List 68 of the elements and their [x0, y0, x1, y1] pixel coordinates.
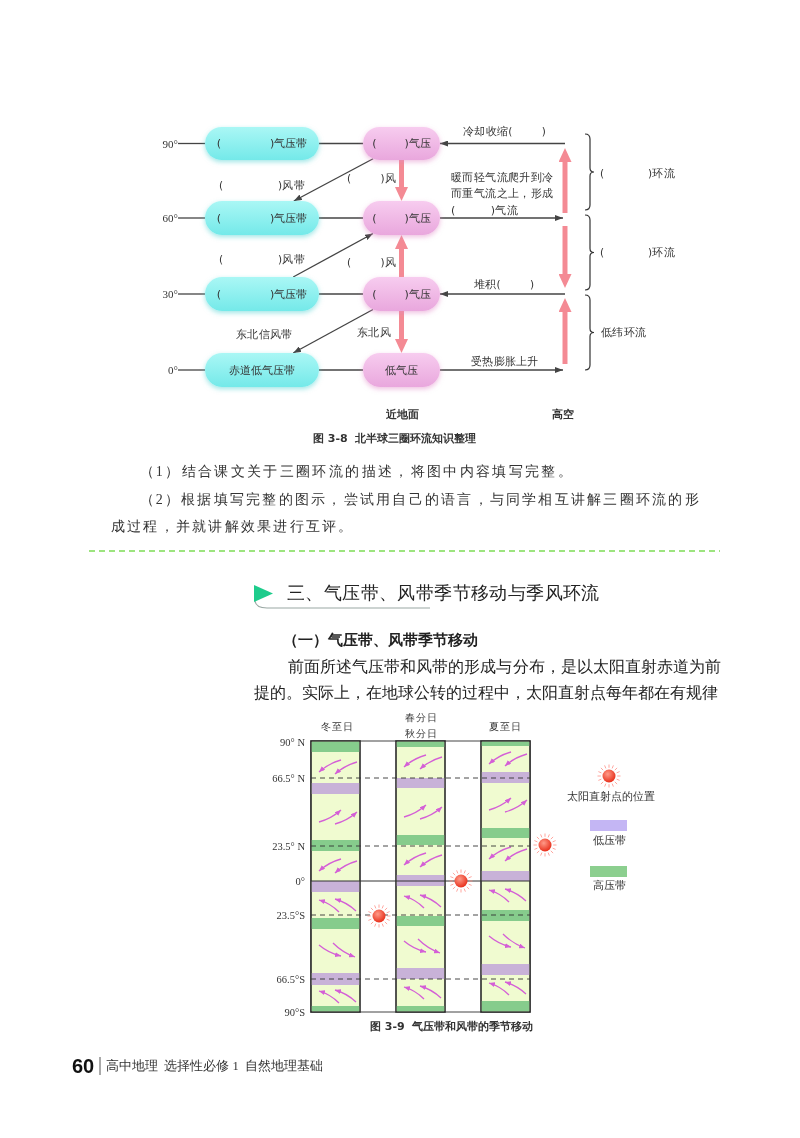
edge-label: ( )风: [347, 171, 397, 185]
connector-line: [177, 293, 206, 295]
legend-label: 低压带: [592, 833, 626, 847]
arrow: [439, 215, 564, 221]
edge-label: 冷却收缩( ): [463, 124, 547, 138]
question-text: （2）根据填写完整的图示，尝试用自己的语言，与同学相互讲解三圈环流的形成过程，并就讲解效果进行互评。: [111, 490, 702, 536]
pressure-belt-node: ( )气压带: [205, 201, 319, 235]
pressure-node: 低气压: [363, 353, 440, 387]
column-heading: 夏至日: [488, 719, 522, 733]
section-heading: 三、气压带、风带季节移动与季风环流: [287, 581, 600, 605]
figure-caption: 图 3-9 气压带和风带的季节移动: [370, 1018, 534, 1034]
connector-line: [318, 142, 364, 145]
circulation-label: ( )环流: [600, 166, 676, 180]
question-text: （1）结合课文关于三圈环流的描述，将图中内容填写完整。: [138, 462, 576, 481]
edge-label: 东北风: [357, 325, 391, 339]
latitude-label: 66.5° N: [272, 771, 305, 785]
arrow: [292, 232, 374, 278]
arrow: [293, 158, 374, 202]
connector-line: [177, 217, 206, 219]
wind-belt-label: 东北信风带: [236, 327, 293, 341]
body-paragraph: 前面所述气压带和风带的形成与分布，是以太阳直射赤道为前提的。实际上，在地球公转的过程中，太阳直射点每年都在有规律: [254, 657, 721, 703]
connector-line: [177, 369, 206, 371]
connector-line: [318, 369, 364, 371]
axis-label: 近地面: [385, 406, 419, 422]
circulation-label: ( )环流: [600, 245, 676, 259]
edge-label: 受热膨胀上升: [471, 354, 539, 368]
pressure-node: ( )气压: [363, 201, 440, 235]
page-number: 60: [72, 1054, 95, 1078]
latitude-label: 90°: [158, 136, 178, 151]
latitude-label: 90°S: [284, 1005, 305, 1019]
figure-caption: 图 3-8 北半球三圈环流知识整理: [313, 430, 477, 446]
pressure-node: ( )气压: [363, 277, 440, 311]
thick-arrow: [395, 160, 408, 201]
latitude-label: 60°: [158, 210, 178, 226]
edge-label: ( )风: [347, 255, 397, 269]
pressure-belt-node: ( )气压带: [205, 127, 319, 160]
legend-label: 太阳直射点的位置: [567, 789, 655, 803]
latitude-label: 23.5° N: [272, 839, 305, 853]
circulation-label: 低纬环流: [601, 325, 647, 339]
thick-arrow: [395, 235, 408, 277]
legend-label: 高压带: [592, 878, 626, 892]
arrow: [439, 140, 566, 147]
edge-label: 堆积( ): [474, 277, 535, 291]
pressure-belt-node: 赤道低气压带: [205, 353, 319, 387]
connector-line: [177, 142, 206, 145]
footer-text: 高中地理 选择性必修 1 自然地理基础: [106, 1058, 323, 1074]
pressure-belt-node: ( )气压带: [205, 277, 319, 311]
thick-arrow: [395, 311, 408, 353]
column-heading: 秋分日: [404, 726, 438, 740]
latitude-label: 90° N: [280, 735, 305, 749]
connector-line: [318, 217, 364, 219]
arrow: [439, 291, 566, 297]
column-heading: 冬至日: [320, 719, 354, 733]
arrow: [439, 367, 564, 373]
latitude-label: 0°: [295, 874, 305, 888]
arrow: [292, 308, 374, 354]
pressure-node: ( )气压: [363, 127, 440, 160]
connector-line: [318, 293, 364, 295]
latitude-label: 23.5°S: [276, 908, 305, 922]
latitude-label: 66.5°S: [276, 972, 305, 986]
wind-belt-label: ( )风带: [219, 178, 305, 192]
column-heading: 春分日: [404, 710, 438, 724]
wind-belt-label: ( )风带: [219, 252, 305, 266]
edge-label: 暖而轻气流爬升到冷而重气流之上，形成( )气流: [451, 169, 555, 219]
latitude-label: 30°: [158, 286, 178, 302]
latitude-label: 0°: [158, 362, 178, 378]
axis-label: 高空: [552, 406, 574, 422]
subheading: （一）气压带、风带季节移动: [283, 630, 478, 650]
